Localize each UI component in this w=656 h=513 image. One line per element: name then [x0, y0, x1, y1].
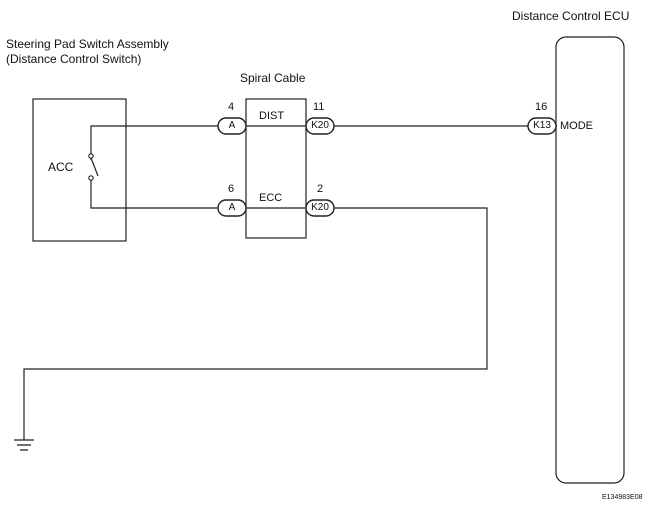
connector-k20-upper [305, 117, 335, 135]
acc-switch-label: ACC [48, 160, 74, 174]
spiral-cable-box [245, 98, 307, 239]
switch-lower-wire [90, 177, 218, 209]
ecu-box [555, 36, 625, 484]
ecc-ground-wire [23, 207, 488, 440]
switch-assembly-subtitle: (Distance Control Switch) [6, 52, 142, 66]
connector-k13 [527, 117, 557, 135]
figure-code: E134983E08 [602, 494, 643, 501]
connector-a-upper [217, 117, 247, 135]
switch-contact-arm [90, 157, 99, 177]
pin-11: 11 [313, 101, 325, 113]
pin-6: 6 [228, 183, 235, 195]
switch-assembly-title: Steering Pad Switch Assembly [6, 37, 169, 51]
switch-upper-wire [90, 125, 218, 160]
ecc-signal-label: ECC [259, 192, 283, 204]
switch-assembly-box [32, 98, 127, 242]
ecu-title: Distance Control ECU [512, 9, 630, 23]
ground-icon [14, 439, 34, 451]
connector-a-lower-label: A [228, 202, 236, 213]
dist-signal-label: DIST [259, 110, 285, 122]
switch-contact-bottom [88, 175, 94, 181]
connector-a-upper-label: A [228, 120, 236, 131]
pin-16: 16 [535, 101, 548, 113]
mode-terminal-label: MODE [560, 120, 593, 132]
spiral-cable-title: Spiral Cable [240, 71, 306, 85]
pin-2: 2 [317, 183, 324, 195]
switch-contact-top [88, 153, 94, 159]
connector-a-lower [217, 199, 247, 217]
connector-k20-upper-label: K20 [311, 120, 329, 131]
connector-k20-lower-label: K20 [311, 202, 329, 213]
pin-4: 4 [228, 101, 235, 113]
connector-k13-label: K13 [533, 120, 551, 131]
connector-k20-lower [305, 199, 335, 217]
